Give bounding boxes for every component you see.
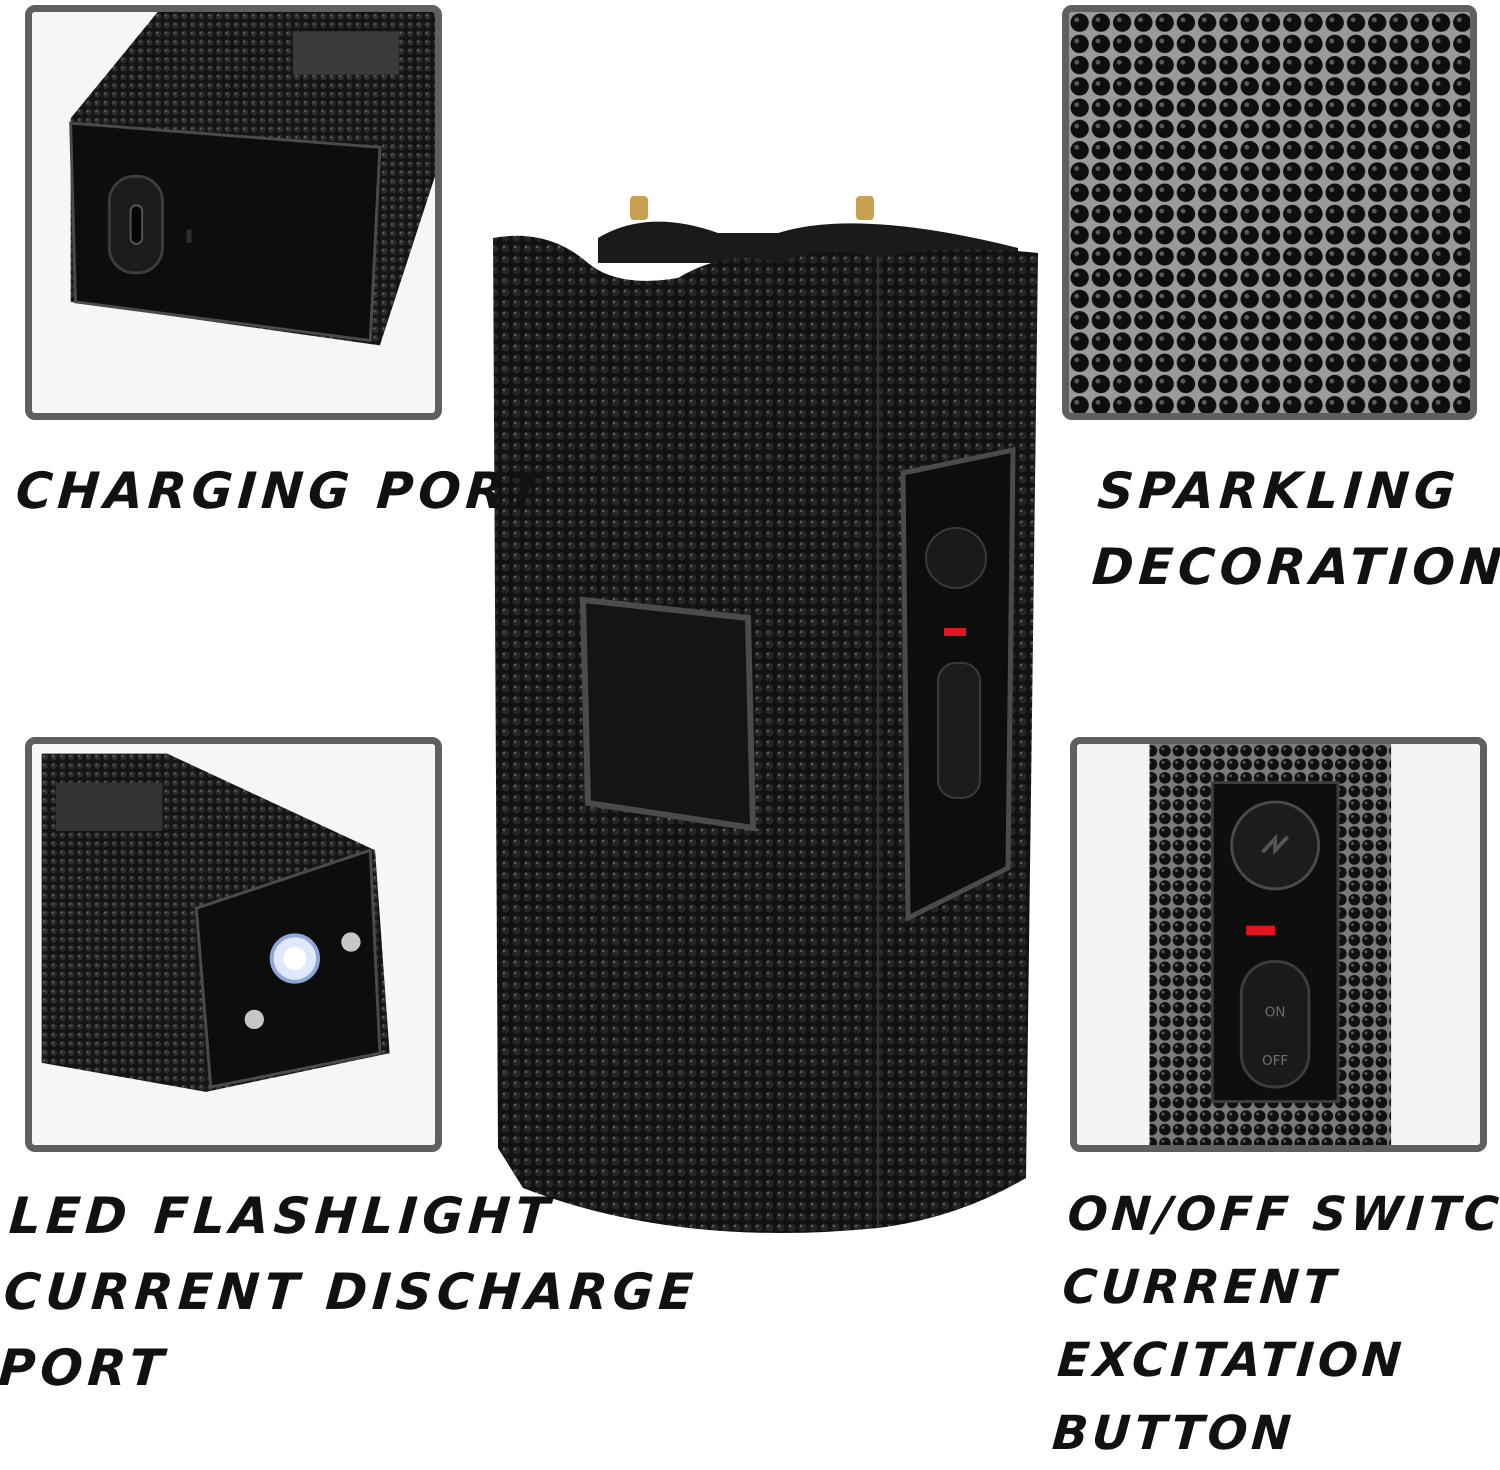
caption-line: LED FLASHLIGHT xyxy=(7,1187,557,1245)
caption-sparkling-decoration: SPARKLING DECORATION xyxy=(1090,453,1500,605)
led-flashlight-photo xyxy=(25,737,442,1152)
caption-line: CURRENT DISCHARGE xyxy=(1,1263,700,1321)
sparkling-decoration-photo xyxy=(1062,5,1477,420)
on-off-switch-photo: ON OFF xyxy=(1070,737,1487,1152)
caption-charging-port: CHARGING PORT xyxy=(13,453,549,529)
caption-led-flashlight: LED FLASHLIGHT CURRENT DISCHARGE PORT xyxy=(0,1178,706,1406)
on-label: ON xyxy=(1265,1004,1286,1020)
caption-line: BUTTON xyxy=(1050,1406,1297,1461)
caption-on-off-switch: ON/OFF SWITCH CURRENT EXCITATION BUTTON xyxy=(1050,1178,1500,1470)
caption-line: PORT xyxy=(0,1339,171,1397)
caption-line: CHARGING PORT xyxy=(13,462,549,520)
caption-line: DECORATION xyxy=(1090,538,1500,596)
caption-line: ON/OFF SWITCH xyxy=(1065,1187,1500,1242)
off-label: OFF xyxy=(1262,1053,1288,1069)
charging-port-photo xyxy=(25,5,442,420)
caption-line: CURRENT xyxy=(1060,1260,1342,1315)
caption-line: EXCITATION xyxy=(1055,1333,1408,1388)
stun-device-photo xyxy=(493,196,1038,1233)
caption-line: SPARKLING xyxy=(1095,462,1463,520)
